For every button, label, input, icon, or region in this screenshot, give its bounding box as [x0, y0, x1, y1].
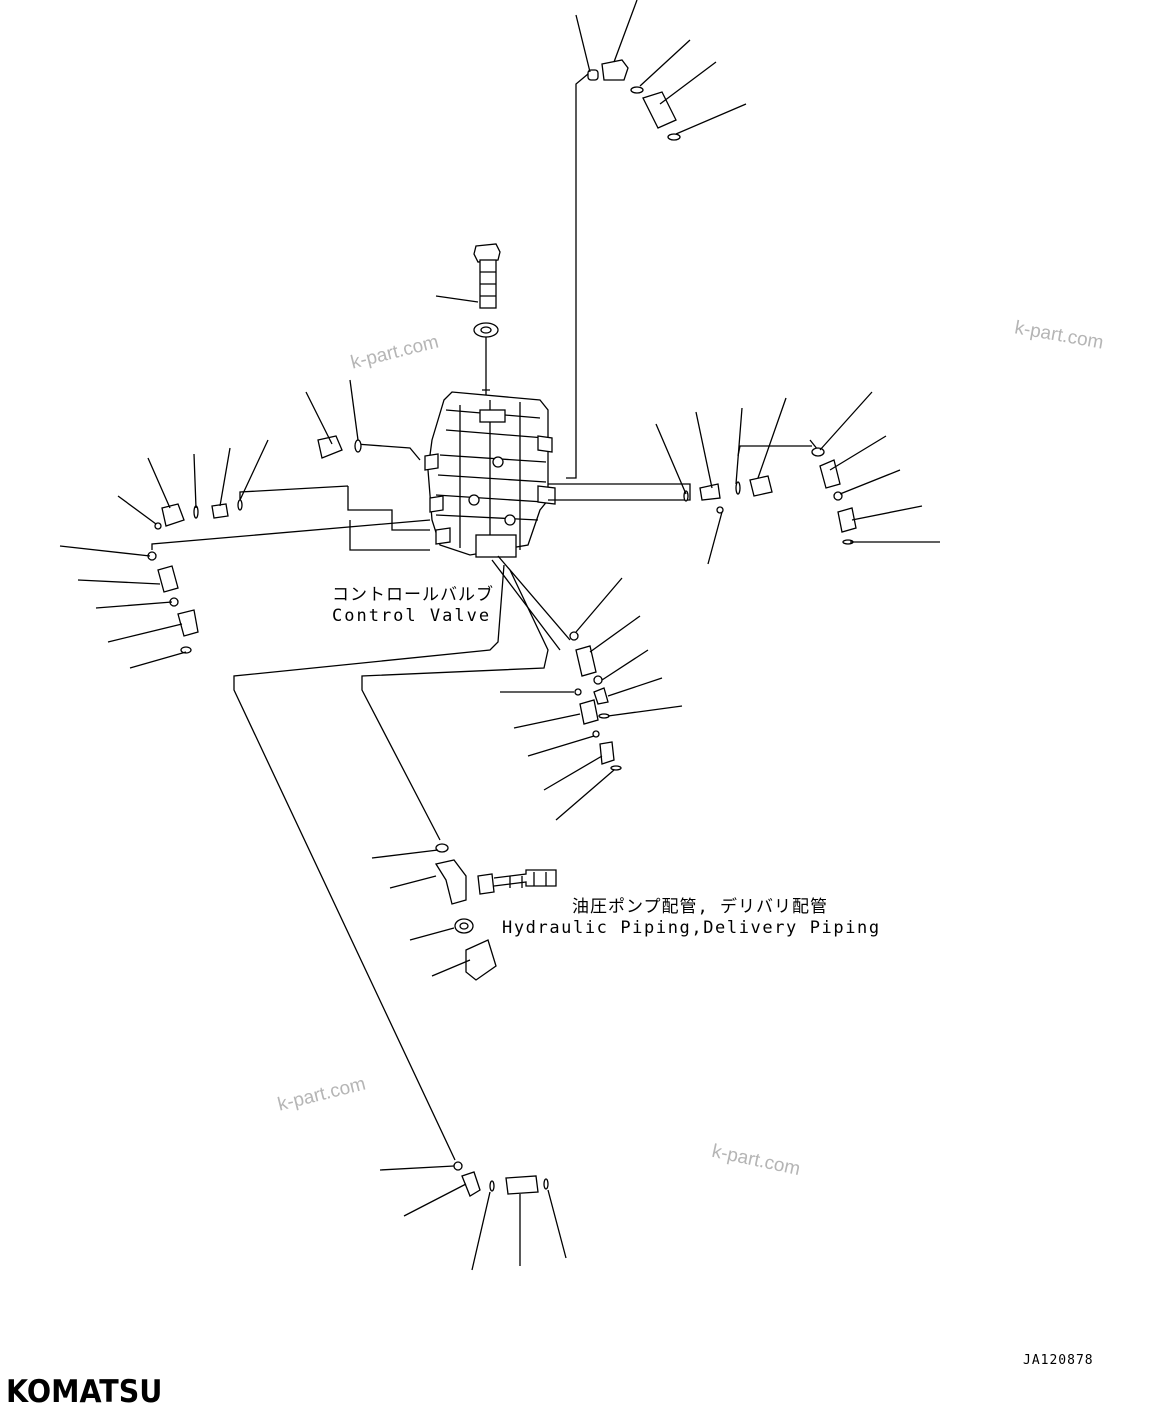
hydraulic-pipe-elbow	[371, 843, 557, 981]
center-lower-fittings	[500, 577, 683, 821]
hydraulic-piping-label-jp: 油圧ポンプ配管, デリバリ配管	[572, 897, 828, 917]
control-valve-body	[424, 391, 556, 558]
left-fittings	[59, 379, 362, 669]
right-side-fittings	[655, 391, 940, 565]
hydraulic-piping-label-en: Hydraulic Piping,Delivery Piping	[502, 918, 881, 938]
komatsu-logo: KOMATSU	[6, 1374, 163, 1410]
bottom-fittings	[379, 1161, 567, 1271]
diagram-code: JA120878	[1023, 1353, 1094, 1368]
top-bolt-assembly	[435, 243, 501, 395]
control-valve-label-jp: コントロールバルブ	[332, 585, 494, 605]
right-top-fittings	[566, 0, 747, 479]
control-valve-label-en: Control Valve	[332, 606, 492, 626]
